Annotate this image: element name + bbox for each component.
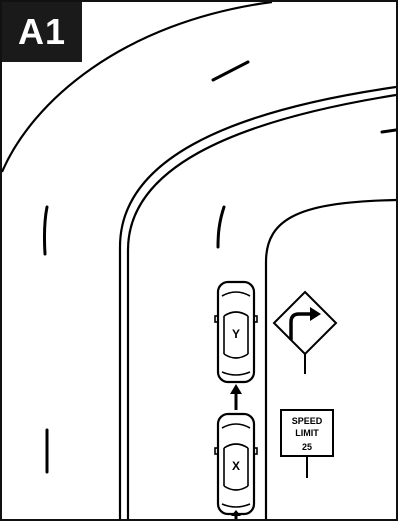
road-divider-outer [118, 85, 396, 519]
lane-dash [211, 60, 250, 82]
speed-limit-sign: SPEED LIMIT 25 [280, 409, 334, 478]
direction-arrow-icon [231, 510, 241, 519]
lane-dash [42, 205, 49, 256]
car-x-label: X [232, 459, 240, 473]
speed-limit-line1: SPEED [292, 416, 323, 426]
lane-dash [380, 128, 396, 134]
right-curve-arrow-icon [289, 307, 321, 340]
inner-road-edge [264, 198, 396, 519]
curve-warning-sign [272, 290, 338, 374]
speed-limit-line2: LIMIT [295, 428, 319, 438]
figure-tag: A1 [2, 2, 82, 62]
lane-dash [216, 205, 226, 249]
outer-road-edge [2, 2, 273, 173]
direction-arrow-icon [230, 384, 242, 410]
car-y [214, 280, 258, 384]
speed-limit-value: 25 [302, 442, 312, 452]
car-y-label: Y [232, 327, 240, 341]
road-divider-inner [126, 93, 396, 519]
